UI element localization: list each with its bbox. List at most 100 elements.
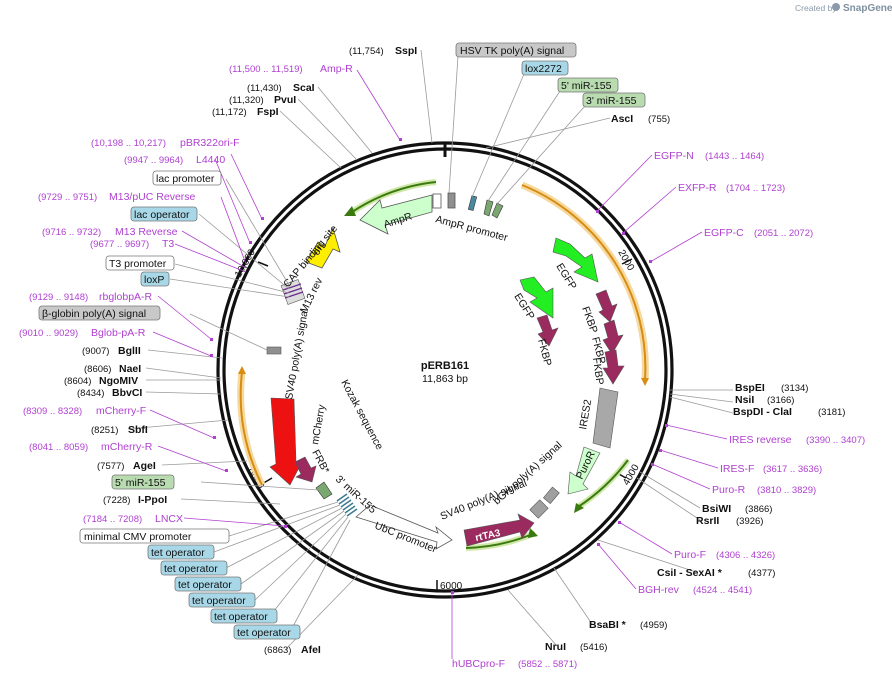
feature-fkbp-3[interactable] xyxy=(602,349,625,385)
site-naei[interactable]: (8606) NaeI xyxy=(84,363,141,375)
primer-puro-f[interactable]: Puro-F (4306 .. 4326) xyxy=(674,549,775,561)
primer-lncx[interactable]: (7184 .. 7208) LNCX xyxy=(83,513,183,525)
label-box-t3-promoter[interactable]: T3 promoter xyxy=(105,255,175,271)
label-box-tet-operator-6[interactable]: tet operator xyxy=(233,624,301,640)
primer-amp-r[interactable]: (11,500 .. 11,519) Amp-R xyxy=(229,63,353,75)
feature-rtta3[interactable] xyxy=(463,513,535,547)
site-nrui[interactable]: NruI (5416) xyxy=(545,641,607,653)
primer-egfp-c[interactable]: EGFP-C (2051 .. 2072) xyxy=(704,227,813,239)
feature-sv40-pa-right[interactable] xyxy=(529,499,549,519)
feature-mcherry[interactable] xyxy=(269,397,304,486)
svg-text:(8309 .. 8328): (8309 .. 8328) xyxy=(23,406,82,417)
primer-leaders xyxy=(149,69,728,659)
primer-m13-puc-reverse[interactable]: (9729 .. 9751) M13/pUC Reverse xyxy=(38,191,196,203)
primer-ires-reverse[interactable]: IRES reverse (3390 .. 3407) xyxy=(729,434,865,446)
feature-bgh-pa[interactable] xyxy=(543,486,560,504)
label-box-beta-globin-pa[interactable]: β-globin poly(A) signal xyxy=(38,305,161,321)
label-box-tet-operator-1[interactable]: tet operator xyxy=(147,544,215,560)
site-afei[interactable]: (6863) AfeI xyxy=(264,644,321,656)
label-box-5-mir155-left[interactable]: 5' miR-155 xyxy=(111,474,175,490)
site-i-ppoi[interactable]: (7228) I-PpoI xyxy=(103,494,167,506)
feature-egfp-1[interactable] xyxy=(552,237,599,283)
site-csii-sexai[interactable]: CsiI - SexAI * (4377) xyxy=(657,567,775,579)
feature-beta-globin-pa[interactable] xyxy=(266,346,282,355)
site-nsii[interactable]: NsiI (3166) xyxy=(735,394,794,406)
site-sspi[interactable]: (11,754) SspI xyxy=(349,45,417,57)
label-box-3-mir155-top[interactable]: 3' miR-155 xyxy=(582,92,646,108)
site-ngomiv[interactable]: (8604) NgoMIV xyxy=(64,375,138,387)
site-sbfi[interactable]: (8251) SbfI xyxy=(91,424,148,436)
primer-m13-reverse[interactable]: (9716 .. 9732) M13 Reverse xyxy=(42,226,178,238)
svg-text:I-PpoI: I-PpoI xyxy=(138,494,167,506)
feature-ampr[interactable] xyxy=(359,194,433,235)
orf-egfp-arc xyxy=(521,184,647,381)
feature-3-mir155-left[interactable] xyxy=(315,481,333,500)
feature-kozak-label: Kozak sequence xyxy=(338,378,385,452)
site-bsiwi[interactable]: BsiWI (3866) xyxy=(702,503,772,515)
svg-text:(8251): (8251) xyxy=(91,425,118,436)
svg-text:(3390 .. 3407): (3390 .. 3407) xyxy=(806,435,865,446)
feature-ubc-promoter[interactable] xyxy=(355,504,453,550)
feature-ires2[interactable] xyxy=(592,387,619,449)
primer-mcherry-r[interactable]: (8041 .. 8059) mCherry-R xyxy=(29,441,153,453)
svg-text:IRES reverse: IRES reverse xyxy=(729,434,792,446)
primer-exfp-r[interactable]: EXFP-R (1704 .. 1723) xyxy=(678,182,785,194)
label-box-lac-operator[interactable]: lac operator xyxy=(130,206,198,222)
label-box-5-mir155-top[interactable]: 5' miR-155 xyxy=(557,77,619,93)
site-agei[interactable]: (7577) AgeI xyxy=(97,460,156,472)
feature-fkbp-1[interactable] xyxy=(595,289,618,323)
primer-hubcpro-f[interactable]: hUBCpro-F (5852 .. 5871) xyxy=(452,658,577,670)
orf-ampr-arc xyxy=(351,181,437,213)
feature-frb[interactable] xyxy=(294,456,317,483)
label-box-loxp[interactable]: loxP xyxy=(140,271,170,287)
site-bbvci[interactable]: (8434) BbvCI xyxy=(77,387,142,399)
primer-ires-f[interactable]: IRES-F (3617 .. 3636) xyxy=(720,463,822,475)
site-pvui[interactable]: (11,320) PvuI xyxy=(229,94,296,106)
feature-3-mir155[interactable] xyxy=(491,202,504,219)
label-box-tet-operator-2[interactable]: tet operator xyxy=(160,560,228,576)
feature-lox2272[interactable] xyxy=(467,195,478,211)
label-box-tet-operator-5[interactable]: tet operator xyxy=(210,608,278,624)
svg-text:FspI: FspI xyxy=(257,106,279,118)
label-box-tet-operator-4[interactable]: tet operator xyxy=(188,592,256,608)
feature-ori[interactable] xyxy=(305,226,341,269)
primer-egfp-n[interactable]: EGFP-N (1443 .. 1464) xyxy=(654,150,764,162)
svg-text:(4377): (4377) xyxy=(748,568,775,579)
feature-egfp1-label: EGFP xyxy=(553,261,578,292)
svg-text:(8041 .. 8059): (8041 .. 8059) xyxy=(29,442,88,453)
site-bspdi-clai[interactable]: BspDI - ClaI (3181) xyxy=(733,406,845,418)
feature-ampr-promoter[interactable] xyxy=(432,193,442,209)
primer-mcherry-f[interactable]: (8309 .. 8328) mCherry-F xyxy=(23,405,146,417)
primer-t3[interactable]: (9677 .. 9697) T3 xyxy=(90,238,174,250)
feature-hsv-tk-pa[interactable] xyxy=(447,192,456,209)
label-box-hsv-tk-pa[interactable]: HSV TK poly(A) signal xyxy=(455,42,577,58)
label-box-minimal-cmv[interactable]: minimal CMV promoter xyxy=(79,528,230,544)
feature-puror[interactable] xyxy=(567,446,601,495)
primer-pbr322ori-f[interactable]: (10,198 .. 10,217) pBR322ori-F xyxy=(91,137,240,149)
svg-text:(9010 .. 9029): (9010 .. 9029) xyxy=(19,328,78,339)
site-rsrii[interactable]: RsrII (3926) xyxy=(696,515,763,527)
primer-bgh-rev[interactable]: BGH-rev (4524 .. 4541) xyxy=(638,584,752,596)
site-scai[interactable]: (11,430) ScaI xyxy=(247,82,315,94)
primer-rbglobpa-r[interactable]: (9129 .. 9148) rbglobpA-R xyxy=(29,291,153,303)
primer-l4440[interactable]: (9947 .. 9964) L4440 xyxy=(124,154,225,166)
label-box-lac-promoter[interactable]: lac promoter xyxy=(152,170,222,186)
label-box-lox2272[interactable]: lox2272 xyxy=(521,60,569,76)
primer-bglob-pa-r[interactable]: (9010 .. 9029) Bglob-pA-R xyxy=(19,327,146,339)
site-bsabi[interactable]: BsaBI * (4959) xyxy=(589,619,667,631)
site-asci[interactable]: AscI (755) xyxy=(611,113,670,125)
feature-5-mir155[interactable] xyxy=(483,199,494,217)
site-fspi[interactable]: (11,172) FspI xyxy=(212,106,279,118)
svg-text:(11,754): (11,754) xyxy=(349,46,384,57)
feature-tet-operators[interactable] xyxy=(336,493,358,517)
label-box-tet-operator-3[interactable]: tet operator xyxy=(174,576,242,592)
svg-text:T3 promoter: T3 promoter xyxy=(109,258,167,270)
site-bspei[interactable]: BspEI (3134) xyxy=(735,382,808,394)
site-bglii[interactable]: (9007) BglII xyxy=(82,345,141,357)
feature-fkbp-2[interactable] xyxy=(602,319,624,355)
feature-loxp-lac-cluster[interactable] xyxy=(280,279,306,305)
feature-fkbp-4[interactable] xyxy=(536,314,559,347)
feature-egfp-2[interactable] xyxy=(519,276,554,319)
primer-puro-r[interactable]: Puro-R (3810 .. 3829) xyxy=(712,484,816,496)
svg-text:(10,198 .. 10,217): (10,198 .. 10,217) xyxy=(91,138,166,149)
